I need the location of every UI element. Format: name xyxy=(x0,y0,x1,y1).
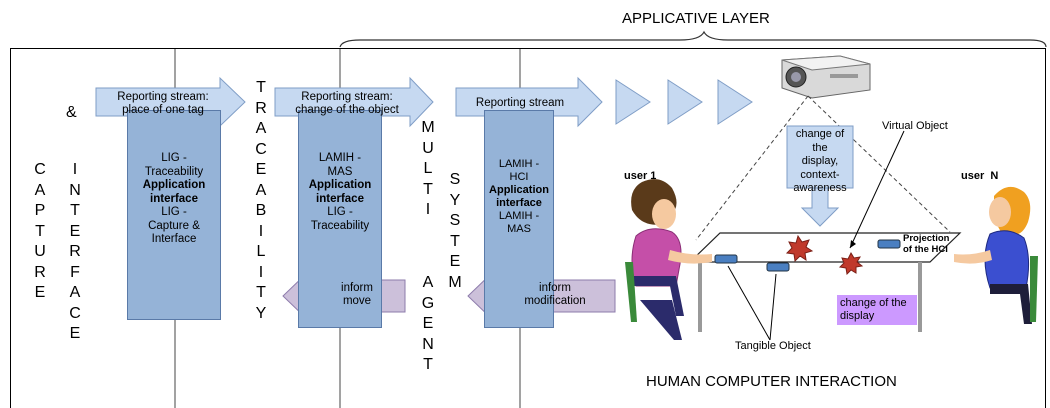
column-capture xyxy=(127,110,221,320)
hci-footer-label: HUMAN COMPUTER INTERACTION xyxy=(646,373,897,390)
userN-figure xyxy=(954,186,1038,324)
tangible-object-label: Tangible Object xyxy=(735,340,811,352)
ampersand-label: & xyxy=(66,104,77,121)
arrow1-label: Reporting stream:place of one tag xyxy=(117,91,209,116)
user1-label: user 1 xyxy=(624,170,657,182)
applicative-layer-label: APPLICATIVE LAYER xyxy=(622,10,770,27)
outer-frame xyxy=(10,48,1046,408)
chevron-2 xyxy=(667,79,703,125)
chevron-1 xyxy=(615,79,651,125)
userN-label: user N xyxy=(961,170,999,182)
column-traceability xyxy=(298,110,382,328)
applicative-brace xyxy=(339,30,1047,48)
arrow3-label: Reporting stream xyxy=(475,97,565,109)
down-arrow xyxy=(800,187,840,227)
virtual-object-label: Virtual Object xyxy=(882,120,948,132)
arrow2-label: Reporting stream:change of the object xyxy=(295,91,399,116)
projector-icon xyxy=(781,55,871,99)
column-mas xyxy=(484,110,554,328)
user1-figure xyxy=(625,179,712,340)
chevron-3 xyxy=(717,79,753,125)
